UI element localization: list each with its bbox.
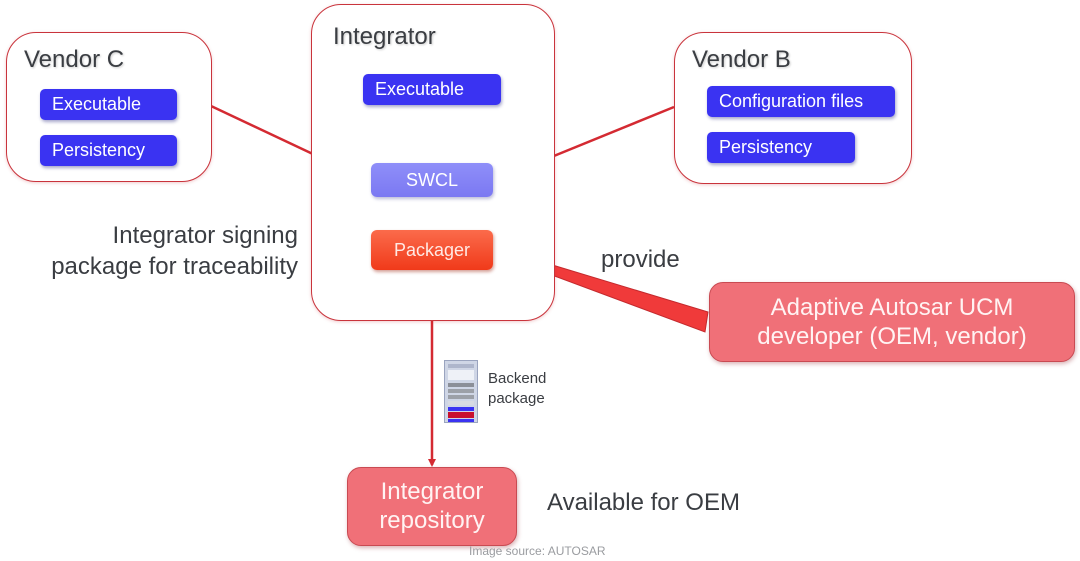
- backend-package-line1: Backend: [488, 370, 547, 387]
- vendor-c-executable: Executable: [40, 89, 177, 120]
- repository-line2: repository: [379, 507, 485, 534]
- backend-package-line2: package: [488, 390, 545, 407]
- vendor-b-persistency: Persistency: [707, 132, 855, 163]
- swcl-box: SWCL: [371, 163, 493, 197]
- integrator-repository-box: Integrator repository: [347, 467, 517, 546]
- vendor-b-title: Vendor B: [692, 46, 791, 73]
- image-source-caption: Image source: AUTOSAR: [469, 544, 606, 558]
- signing-annotation-line1: Integrator signing: [112, 222, 298, 249]
- ucm-developer-line1: Adaptive Autosar UCM: [770, 294, 1014, 321]
- provide-label: provide: [601, 246, 680, 273]
- ucm-developer-line2: developer (OEM, vendor): [757, 323, 1027, 350]
- vendor-c-title: Vendor C: [24, 46, 125, 73]
- integrator-executable: Executable: [363, 74, 501, 105]
- available-for-oem-label: Available for OEM: [547, 489, 740, 516]
- vendor-c-persistency: Persistency: [40, 135, 177, 166]
- backend-package-icon: [444, 360, 478, 423]
- integrator-title: Integrator: [333, 23, 436, 50]
- packager-box: Packager: [371, 230, 493, 270]
- vendor-b-configuration-files: Configuration files: [707, 86, 895, 117]
- repository-line1: Integrator: [380, 478, 484, 505]
- signing-annotation-line2: package for traceability: [51, 253, 298, 280]
- ucm-developer-box: Adaptive Autosar UCM developer (OEM, ven…: [709, 282, 1075, 362]
